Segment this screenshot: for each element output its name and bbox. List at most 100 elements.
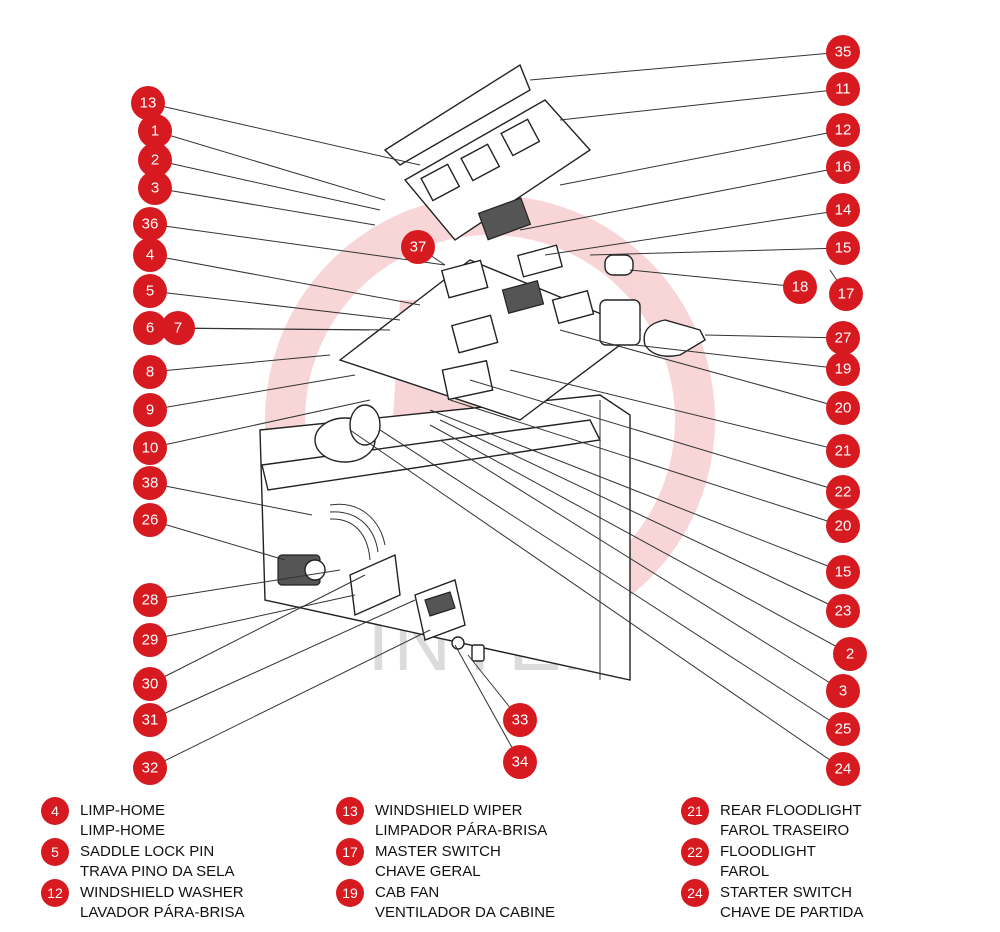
callout-29: 29: [133, 623, 167, 657]
callout-number: 33: [512, 712, 529, 729]
leader-line: [149, 223, 446, 266]
callout-number: 30: [142, 676, 159, 693]
leader-line: [544, 209, 844, 256]
switch-panel-plate: [338, 244, 642, 421]
leader-line: [149, 354, 331, 373]
callout-number: 26: [142, 512, 159, 529]
callout-19: 19: [826, 352, 860, 386]
callout-number: 16: [835, 159, 852, 176]
callout-number: 31: [142, 712, 159, 729]
callout-16: 16: [826, 150, 860, 184]
leader-line: [559, 88, 844, 121]
callout-35: 35: [826, 35, 860, 69]
callout-number: 34: [512, 754, 529, 771]
callout-number: 3: [839, 683, 847, 700]
callout-3: 3: [138, 171, 172, 205]
callout-number: 11: [835, 81, 851, 98]
callout-28: 28: [133, 583, 167, 617]
legend-label-pt: TRAVA PINO DA SELA: [80, 863, 235, 880]
leader-line: [349, 429, 844, 770]
callout-2: 2: [833, 637, 867, 671]
callout-number: 28: [142, 592, 159, 609]
leader-line: [454, 644, 521, 763]
callout-10: 10: [133, 431, 167, 465]
callout-5: 5: [133, 274, 167, 308]
leader-line: [379, 429, 844, 730]
leader-line: [149, 569, 341, 601]
leader-line: [559, 129, 844, 186]
leader-line: [559, 329, 844, 409]
callout-31: 31: [133, 703, 167, 737]
legend-badge: 22: [681, 838, 709, 866]
callout-12: 12: [826, 113, 860, 147]
leader-line: [629, 269, 801, 288]
legend-label-en: WINDSHIELD WIPER: [375, 802, 523, 819]
legend-label-en: CAB FAN: [375, 884, 440, 901]
leader-line: [519, 166, 844, 231]
callout-number: 25: [835, 721, 852, 738]
callout-number: 2: [846, 646, 854, 663]
callout-number: 10: [142, 440, 159, 457]
leader-line: [704, 334, 844, 339]
callout-9: 9: [133, 393, 167, 427]
callout-number: 20: [835, 400, 852, 417]
legend-badge: 24: [681, 879, 709, 907]
callout-number: 1: [151, 123, 159, 140]
callout-number: 38: [142, 475, 159, 492]
callout-26: 26: [133, 503, 167, 537]
callout-4: 4: [133, 238, 167, 272]
leader-line: [149, 290, 401, 321]
callout-number: 4: [146, 247, 154, 264]
legend-badge: 12: [41, 879, 69, 907]
leader-line: [469, 379, 844, 493]
callout-23: 23: [826, 594, 860, 628]
callout-8: 8: [133, 355, 167, 389]
legend-label-en: REAR FLOODLIGHT: [720, 802, 862, 819]
legend-label-en: LIMP-HOME: [80, 802, 166, 819]
legend-label-en: STARTER SWITCH: [720, 884, 852, 901]
legend-badge: 19: [336, 879, 364, 907]
leader-line: [149, 482, 313, 516]
callout-number: 29: [142, 632, 159, 649]
legend-label-pt: FAROL TRASEIRO: [720, 822, 850, 839]
callout-20: 20: [826, 509, 860, 543]
callout-24: 24: [826, 752, 860, 786]
callout-number: 23: [835, 603, 852, 620]
legend-badge: 5: [41, 838, 69, 866]
callout-number: 13: [140, 95, 157, 112]
callout-11: 11: [826, 72, 860, 106]
callout-17: 17: [829, 277, 863, 311]
callout-number: 14: [835, 202, 852, 219]
callout-15: 15: [826, 231, 860, 265]
leader-line: [154, 159, 381, 211]
leader-line: [429, 424, 851, 655]
leader-line: [147, 102, 421, 166]
callout-number: 22: [835, 484, 852, 501]
callout-number: 5: [146, 283, 154, 300]
callout-number: 8: [146, 364, 154, 381]
callout-32: 32: [133, 751, 167, 785]
callout-2: 2: [138, 143, 172, 177]
legend-label-pt: LIMP-HOME: [80, 822, 166, 839]
callout-1: 1: [138, 114, 172, 148]
leader-line: [149, 599, 416, 721]
leader-line: [154, 130, 386, 201]
leader-line: [149, 629, 431, 769]
callout-34: 34: [503, 745, 537, 779]
leader-line: [589, 247, 844, 256]
callout-number: 15: [835, 564, 852, 581]
master-switch-part: [599, 254, 641, 346]
callout-number: 7: [174, 320, 182, 337]
leader-line: [154, 187, 376, 226]
callout-27: 27: [826, 321, 860, 355]
callout-3: 3: [826, 674, 860, 708]
callout-number: 17: [838, 286, 855, 303]
callout-number: 32: [142, 760, 159, 777]
legend-badge: 17: [336, 838, 364, 866]
callout-15: 15: [826, 555, 860, 589]
callout-37: 37: [401, 230, 435, 264]
callout-number: 18: [792, 279, 809, 296]
u-clip-part: [643, 319, 706, 357]
legend-label-en: FLOODLIGHT: [720, 843, 816, 860]
